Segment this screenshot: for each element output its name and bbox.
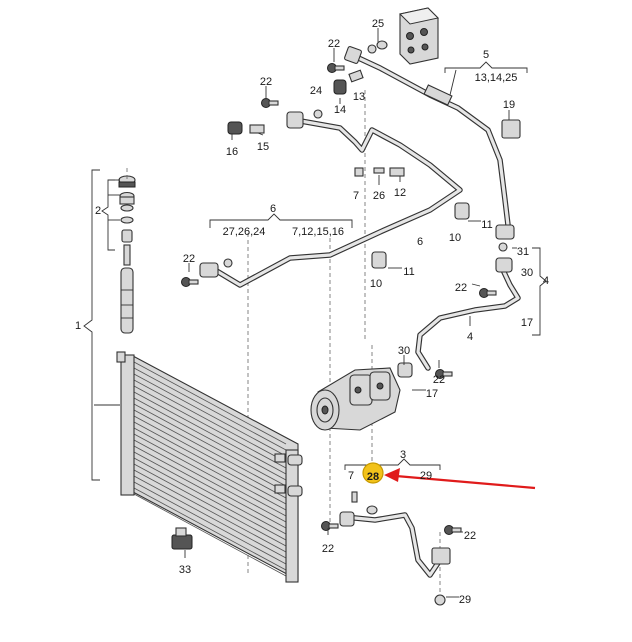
callout-c7b: 7 [348,470,354,482]
callout-c22e: 22 [433,374,445,386]
callout-c29b: 29 [459,594,471,606]
callout-c2: 2 [95,205,101,217]
callout-c19: 19 [503,99,515,111]
callout-c22f: 22 [322,543,334,555]
callout-c29a: 29 [420,470,432,482]
callout-c3: 3 [400,449,406,461]
callout-c22d: 22 [455,282,467,294]
receiver-dryer [118,168,136,334]
callout-c10a: 10 [449,232,461,244]
callout-c6a: 6 [270,203,276,215]
highlight-28 [362,462,384,484]
callout-c17a: 17 [521,317,533,329]
callout-c4a: 4 [543,275,549,287]
callout-c12: 12 [394,187,406,199]
callout-c22b: 22 [260,76,272,88]
callout-c5: 5 [483,49,489,61]
pointer-arrow [384,468,536,490]
callout-c27_26_24: 27,26,24 [223,226,266,238]
callout-c26: 26 [373,190,385,202]
callout-c24: 24 [310,85,322,97]
brackets [83,28,547,598]
callout-c33: 33 [179,564,191,576]
callout-c17b: 17 [426,388,438,400]
callout-c22c: 22 [183,253,195,265]
callout-c28: 28 [367,471,379,483]
condenser [116,351,303,583]
compressor [310,367,401,431]
callout-c25: 25 [372,18,384,30]
callout-c31: 31 [517,246,529,258]
callout-c22a: 22 [328,38,340,50]
callout-c30b: 30 [398,345,410,357]
pipes [212,52,521,578]
callout-c1: 1 [75,320,81,332]
callout-c30a: 30 [521,267,533,279]
callout-c13: 13 [353,91,365,103]
callout-c4b: 4 [467,331,473,343]
callout-c7: 7 [353,190,359,202]
callout-c15: 15 [257,141,269,153]
callout-c11b: 11 [403,266,414,278]
fittings [171,44,521,606]
callout-c22g: 22 [464,530,476,542]
callout-c11a: 11 [481,219,492,231]
callout-c13_14_25: 13,14,25 [475,72,518,84]
callout-c10b: 10 [370,278,382,290]
guide-lines [247,90,441,600]
callout-c7_12_15_16: 7,12,15,16 [292,226,344,238]
callout-c14: 14 [334,104,346,116]
expansion-valve [376,7,440,65]
callout-c6b: 6 [417,236,423,248]
callout-c16: 16 [226,146,238,158]
